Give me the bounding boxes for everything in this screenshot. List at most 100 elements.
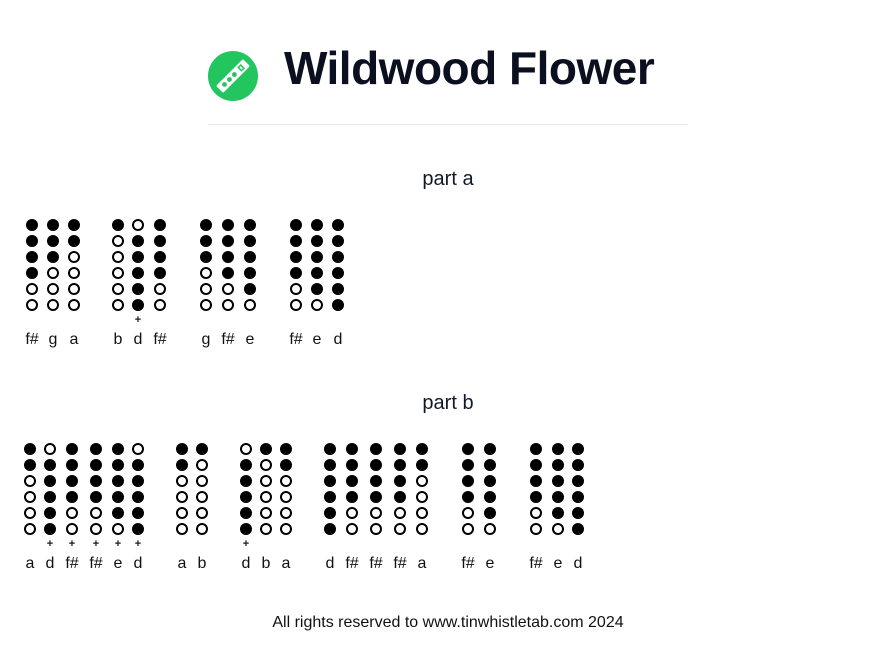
- note-label: f#: [25, 331, 39, 348]
- open-hole-icon: [44, 443, 56, 455]
- octave-plus-icon: +: [68, 538, 76, 550]
- open-hole-icon: [394, 523, 406, 535]
- open-hole-icon: [222, 283, 234, 295]
- closed-hole-icon: [484, 491, 496, 503]
- open-hole-icon: [66, 507, 78, 519]
- open-hole-icon: [24, 507, 36, 519]
- note-label: e: [485, 555, 495, 572]
- closed-hole-icon: [24, 459, 36, 471]
- open-hole-icon: [176, 507, 188, 519]
- part-b-title: part b: [422, 392, 474, 414]
- closed-hole-icon: [132, 523, 144, 535]
- closed-hole-icon: [484, 443, 496, 455]
- open-hole-icon: [68, 267, 80, 279]
- open-hole-icon: [112, 523, 124, 535]
- note-label: b: [261, 555, 271, 572]
- closed-hole-icon: [26, 267, 38, 279]
- closed-hole-icon: [132, 235, 144, 247]
- closed-hole-icon: [154, 219, 166, 231]
- closed-hole-icon: [311, 219, 323, 231]
- closed-hole-icon: [244, 219, 256, 231]
- closed-hole-icon: [68, 219, 80, 231]
- closed-hole-icon: [290, 251, 302, 263]
- closed-hole-icon: [462, 443, 474, 455]
- closed-hole-icon: [462, 491, 474, 503]
- open-hole-icon: [47, 283, 59, 295]
- closed-hole-icon: [552, 459, 564, 471]
- closed-hole-icon: [222, 219, 234, 231]
- open-hole-icon: [90, 507, 102, 519]
- closed-hole-icon: [346, 475, 358, 487]
- closed-hole-icon: [324, 523, 336, 535]
- open-hole-icon: [196, 523, 208, 535]
- note-label: f#: [289, 331, 303, 348]
- closed-hole-icon: [66, 475, 78, 487]
- closed-hole-icon: [260, 443, 272, 455]
- note-label: d: [241, 555, 251, 572]
- closed-hole-icon: [484, 459, 496, 471]
- page-title: Wildwood Flower: [284, 42, 655, 94]
- closed-hole-icon: [484, 475, 496, 487]
- note-label: d: [333, 331, 343, 348]
- closed-hole-icon: [200, 235, 212, 247]
- closed-hole-icon: [346, 443, 358, 455]
- octave-plus-icon: +: [46, 538, 54, 550]
- closed-hole-icon: [462, 475, 474, 487]
- closed-hole-icon: [572, 523, 584, 535]
- closed-hole-icon: [44, 523, 56, 535]
- closed-hole-icon: [552, 491, 564, 503]
- open-hole-icon: [132, 219, 144, 231]
- open-hole-icon: [260, 507, 272, 519]
- note-label: f#: [393, 555, 407, 572]
- closed-hole-icon: [132, 267, 144, 279]
- closed-hole-icon: [90, 459, 102, 471]
- open-hole-icon: [240, 443, 252, 455]
- closed-hole-icon: [311, 267, 323, 279]
- tin-whistle-icon: [208, 51, 258, 101]
- open-hole-icon: [24, 523, 36, 535]
- open-hole-icon: [280, 523, 292, 535]
- open-hole-icon: [346, 523, 358, 535]
- open-hole-icon: [260, 523, 272, 535]
- closed-hole-icon: [154, 267, 166, 279]
- closed-hole-icon: [90, 491, 102, 503]
- closed-hole-icon: [44, 475, 56, 487]
- note-label: f#: [65, 555, 79, 572]
- open-hole-icon: [280, 475, 292, 487]
- open-hole-icon: [462, 507, 474, 519]
- closed-hole-icon: [332, 251, 344, 263]
- closed-hole-icon: [244, 267, 256, 279]
- part-a-title: part a: [422, 168, 474, 190]
- closed-hole-icon: [176, 443, 188, 455]
- closed-hole-icon: [462, 459, 474, 471]
- note-label: d: [325, 555, 335, 572]
- closed-hole-icon: [196, 443, 208, 455]
- closed-hole-icon: [200, 219, 212, 231]
- closed-hole-icon: [280, 459, 292, 471]
- open-hole-icon: [68, 251, 80, 263]
- open-hole-icon: [26, 283, 38, 295]
- closed-hole-icon: [324, 443, 336, 455]
- closed-hole-icon: [484, 507, 496, 519]
- note-label: a: [25, 555, 35, 572]
- closed-hole-icon: [132, 283, 144, 295]
- open-hole-icon: [280, 491, 292, 503]
- open-hole-icon: [66, 523, 78, 535]
- open-hole-icon: [200, 267, 212, 279]
- octave-plus-icon: +: [92, 538, 100, 550]
- closed-hole-icon: [332, 283, 344, 295]
- note-label: f#: [89, 555, 103, 572]
- open-hole-icon: [222, 299, 234, 311]
- closed-hole-icon: [290, 235, 302, 247]
- closed-hole-icon: [154, 251, 166, 263]
- closed-hole-icon: [332, 219, 344, 231]
- closed-hole-icon: [66, 459, 78, 471]
- open-hole-icon: [196, 507, 208, 519]
- closed-hole-icon: [90, 443, 102, 455]
- open-hole-icon: [112, 235, 124, 247]
- open-hole-icon: [552, 523, 564, 535]
- closed-hole-icon: [311, 235, 323, 247]
- octave-plus-icon: +: [134, 314, 142, 326]
- closed-hole-icon: [394, 459, 406, 471]
- note-label: a: [177, 555, 187, 572]
